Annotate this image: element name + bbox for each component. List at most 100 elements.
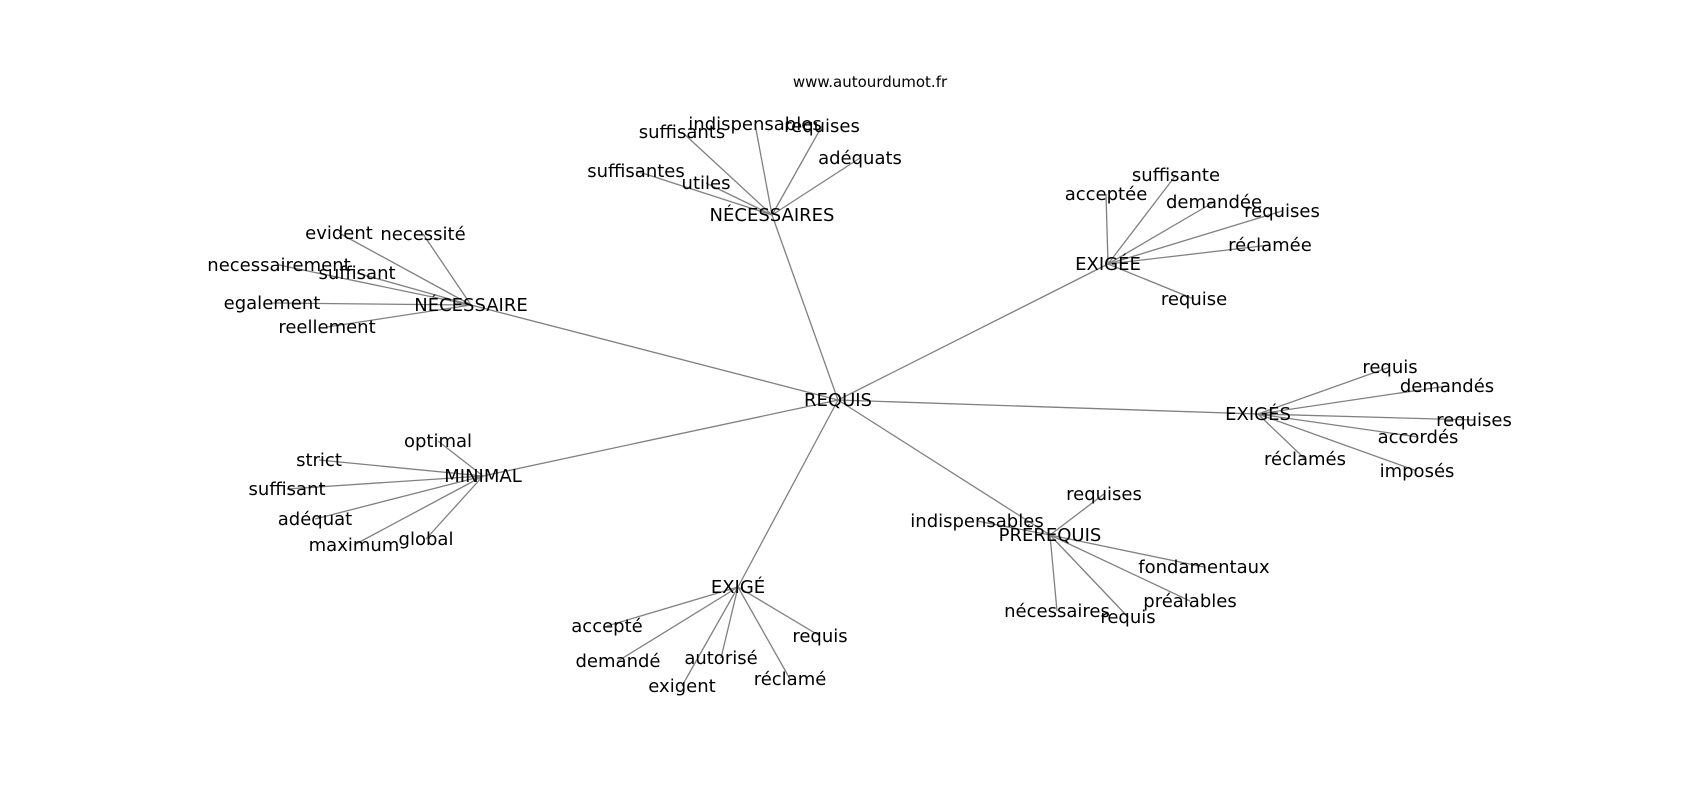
hub-node-label: NÉCESSAIRE: [414, 294, 527, 316]
word-node-label: adéquats: [818, 148, 902, 169]
edge-center-to-hub: [470, 304, 839, 401]
word-node-label: demandés: [1400, 376, 1494, 397]
hub-node-label: PRÉREQUIS: [999, 524, 1102, 546]
edge-center-to-hub: [737, 399, 839, 588]
word-node-label: indispensables: [688, 114, 821, 135]
word-node-label: requis: [1362, 357, 1417, 378]
word-node-label: accordés: [1378, 427, 1459, 448]
graph-edges: [271, 123, 1475, 687]
edge-hub-to-word: [737, 586, 821, 637]
word-node-label: suffisante: [1132, 165, 1220, 186]
edge-hub-to-word: [617, 586, 739, 662]
word-node-label: strict: [296, 450, 342, 471]
word-node-label: suffisant: [318, 263, 395, 284]
word-node-label: utiles: [682, 173, 731, 194]
edge-hub-to-word: [437, 440, 484, 477]
edge-hub-to-word: [976, 520, 1051, 536]
edge-hub-to-word: [635, 170, 773, 216]
edge-hub-to-word: [1049, 534, 1058, 612]
edge-hub-to-word: [1107, 201, 1215, 265]
word-node-label: requises: [1244, 201, 1320, 222]
edge-hub-to-word: [1257, 385, 1448, 415]
word-node-label: suffisantes: [587, 161, 685, 182]
edge-hub-to-word: [1049, 534, 1205, 568]
hub-node-label: MINIMAL: [444, 466, 521, 487]
word-node-label: adéquat: [278, 509, 352, 530]
edge-hub-to-word: [318, 459, 484, 477]
word-node-label: requise: [1161, 289, 1227, 310]
edge-hub-to-word: [771, 125, 823, 216]
word-node-label: requises: [1436, 410, 1512, 431]
edge-center-to-hub: [837, 399, 1259, 415]
edge-hub-to-word: [425, 475, 484, 540]
word-node-label: préalables: [1143, 591, 1236, 612]
edge-hub-to-word: [681, 586, 739, 687]
edge-hub-to-word: [1107, 174, 1177, 265]
edge-hub-to-word: [1257, 366, 1391, 415]
word-node-label: exigent: [648, 676, 715, 697]
edge-hub-to-word: [754, 123, 773, 216]
edge-hub-to-word: [705, 182, 773, 216]
edge-center-to-hub: [771, 214, 839, 401]
word-node-label: réclamée: [1228, 235, 1312, 256]
edge-hub-to-word: [1107, 244, 1271, 265]
graph-nodes: REQUIS suffisantsindispensablesrequisesa…: [207, 114, 1512, 697]
edge-hub-to-word: [1257, 413, 1306, 460]
word-node-label: requises: [784, 116, 860, 137]
edge-hub-to-word: [353, 475, 484, 546]
edge-hub-to-word: [338, 232, 472, 306]
word-node-label: suffisants: [639, 122, 725, 143]
word-node-label: indispensables: [910, 511, 1043, 532]
edge-hub-to-word: [1049, 534, 1191, 602]
word-node-label: requises: [1066, 484, 1142, 505]
hub-node-label: EXIGÉ: [711, 576, 765, 598]
word-node-label: requis: [792, 626, 847, 647]
edge-hub-to-word: [286, 475, 484, 490]
word-node-label: imposés: [1380, 461, 1455, 482]
edge-hub-to-word: [1107, 263, 1195, 300]
word-node-label: requis: [1100, 607, 1155, 628]
center-node-label: REQUIS: [804, 390, 872, 411]
word-node-label: nécessaires: [1004, 601, 1110, 622]
word-node-label: necessairement: [207, 255, 350, 276]
edge-hub-to-word: [681, 131, 773, 216]
word-node-label: necessité: [380, 224, 465, 245]
site-watermark: www.autourdumot.fr: [793, 73, 948, 91]
word-node-label: demandé: [576, 651, 661, 672]
word-node-label: accepté: [571, 616, 642, 637]
word-node-label: global: [399, 529, 454, 550]
edge-hub-to-word: [326, 304, 472, 328]
edge-hub-to-word: [1257, 413, 1418, 472]
word-node-label: demandée: [1166, 192, 1262, 213]
word-node-label: autorisé: [684, 648, 757, 669]
edge-hub-to-word: [1257, 413, 1475, 421]
word-node-label: fondamentaux: [1138, 557, 1270, 578]
edge-hub-to-word: [271, 302, 472, 306]
word-node-label: maximum: [309, 535, 400, 556]
word-node-label: réclamés: [1264, 449, 1346, 470]
hub-node-label: EXIGÉS: [1225, 403, 1291, 425]
edge-hub-to-word: [1049, 493, 1105, 536]
edge-hub-to-word: [606, 586, 739, 627]
edge-hub-to-word: [1107, 210, 1283, 265]
edge-center-to-hub: [482, 399, 839, 477]
edge-hub-to-word: [422, 233, 472, 306]
edge-hub-to-word: [356, 272, 472, 306]
word-node-label: evident: [305, 223, 373, 244]
word-node-label: réclamé: [754, 669, 827, 690]
edge-hub-to-word: [1105, 193, 1109, 265]
word-node-label: suffisant: [248, 479, 325, 500]
hub-node-label: NÉCESSAIRES: [710, 204, 835, 226]
edge-center-to-hub: [837, 399, 1051, 536]
edge-hub-to-word: [720, 586, 739, 659]
edge-hub-to-word: [1049, 534, 1129, 618]
edge-center-to-hub: [837, 263, 1109, 401]
word-node-label: reellement: [278, 317, 375, 338]
edge-hub-to-word: [737, 586, 791, 680]
edge-hub-to-word: [1257, 413, 1419, 438]
word-node-label: acceptée: [1065, 184, 1148, 205]
word-node-label: optimal: [404, 431, 472, 452]
hub-node-label: EXIGÉE: [1075, 253, 1141, 275]
edge-hub-to-word: [771, 157, 861, 216]
